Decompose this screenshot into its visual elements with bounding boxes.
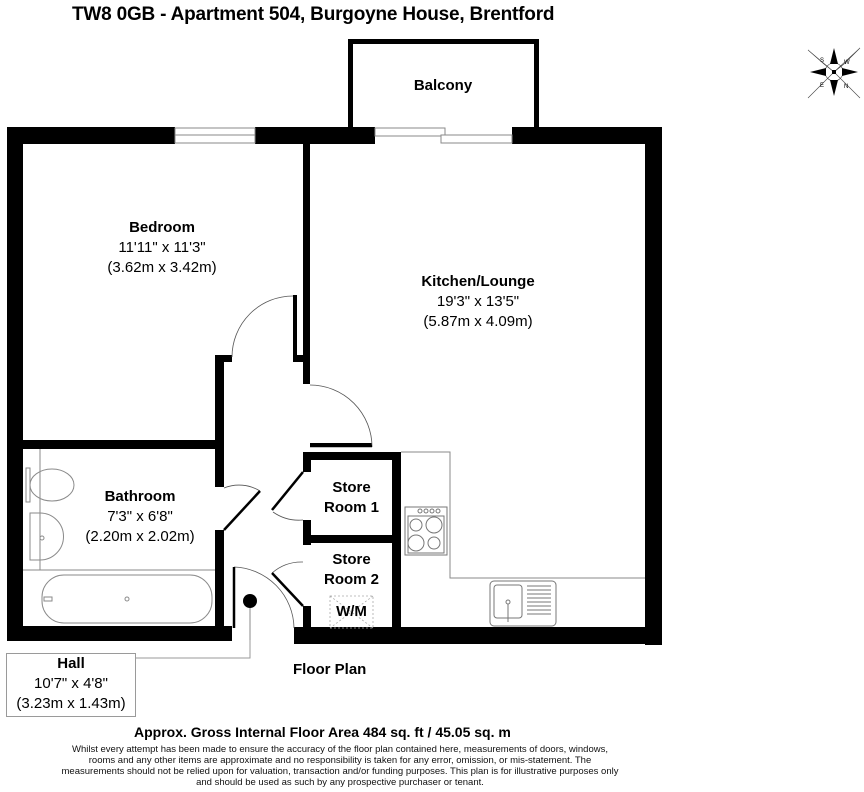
sink-icon xyxy=(489,580,557,627)
room-dim-metric: (2.20m x 2.02m) xyxy=(85,528,195,545)
compass-letter-w: W xyxy=(844,60,850,66)
disclaimer-text: Whilst every attempt has been made to en… xyxy=(61,744,619,788)
room-label-balcony: Balcony xyxy=(380,76,506,96)
room-name: Balcony xyxy=(413,77,473,94)
room-name-line2: Room 2 xyxy=(323,571,379,588)
room-name: Hall xyxy=(57,655,85,672)
room-dim-imperial: 19'3" x 13'5" xyxy=(436,293,520,310)
room-label-hall: Hall 10'7" x 4'8" (3.23m x 1.43m) xyxy=(6,653,136,717)
compass-letter-n: N xyxy=(844,84,848,90)
hall-leader-line xyxy=(134,640,251,659)
door-leaves xyxy=(223,444,372,628)
room-dim-imperial: 11'11" x 11'3" xyxy=(118,239,206,256)
room-name: Kitchen/Lounge xyxy=(421,273,535,290)
balcony-walls xyxy=(348,39,539,129)
gross-internal-area: Approx. Gross Internal Floor Area 484 sq… xyxy=(134,724,511,740)
bath-icon xyxy=(41,574,213,624)
door-swings xyxy=(223,295,373,629)
room-name-line1: Store xyxy=(332,551,371,568)
compass-letter-s: S xyxy=(820,58,824,64)
room-label-bedroom: Bedroom 11'11" x 11'3" (3.62m x 3.42m) xyxy=(82,218,242,278)
room-label-kitchen-lounge: Kitchen/Lounge 19'3" x 13'5" (5.87m x 4.… xyxy=(398,272,558,332)
windows xyxy=(174,127,513,144)
room-label-store-room-2: Store Room 2 xyxy=(311,550,392,590)
toilet-icon xyxy=(25,467,31,503)
room-name-line1: Store xyxy=(332,479,371,496)
washing-machine-icon xyxy=(329,595,374,629)
room-dim-imperial: 7'3" x 6'8" xyxy=(107,508,173,525)
room-dim-metric: (3.23m x 1.43m) xyxy=(16,695,126,712)
room-dim-imperial: 10'7" x 4'8" xyxy=(34,675,108,692)
room-name: Bedroom xyxy=(129,219,195,236)
room-name: Bathroom xyxy=(104,488,176,505)
room-label-store-room-1: Store Room 1 xyxy=(311,478,392,518)
room-dim-metric: (5.87m x 4.09m) xyxy=(423,313,533,330)
basin-icon xyxy=(29,512,64,561)
compass-letter-e: E xyxy=(820,83,824,89)
compass-rose-icon: S W E N xyxy=(807,47,861,99)
page-title: TW8 0GB - Apartment 504, Burgoyne House,… xyxy=(72,4,555,25)
interior-walls xyxy=(23,144,401,641)
floor-plan-label: Floor Plan xyxy=(293,661,367,678)
room-name-line2: Room 1 xyxy=(323,499,379,516)
kitchen-worktop xyxy=(401,451,645,579)
bathroom-fixtures xyxy=(23,449,215,624)
room-label-bathroom: Bathroom 7'3" x 6'8" (2.20m x 2.02m) xyxy=(66,487,214,547)
exterior-walls xyxy=(7,127,662,645)
hob-icon xyxy=(404,506,448,556)
washing-machine-label: W/M xyxy=(336,603,367,620)
room-dim-metric: (3.62m x 3.42m) xyxy=(107,259,217,276)
